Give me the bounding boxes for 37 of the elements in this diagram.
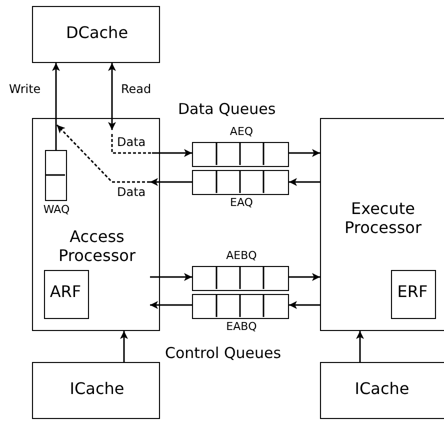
section-label: Data Queues [178,100,276,118]
node-label: ERF [396,282,429,301]
arrow [289,178,320,186]
arrow [52,63,60,150]
cache-box [32,6,160,63]
arrow [56,124,192,186]
arrow [289,273,320,281]
section-label: Control Queues [165,344,282,362]
edge-label: Read [120,82,152,96]
register-file-box [44,270,88,318]
register-file-box [390,270,436,318]
node-label: ARF [48,282,82,301]
node-label: Access Processor [57,227,137,266]
arrow [150,301,192,309]
queue-label: AEBQ [225,250,258,263]
queue-label: EABQ [225,321,258,334]
arrow [356,331,364,362]
processor-box [32,118,160,331]
edge-label: Data [116,185,147,199]
arrow [120,331,128,362]
queue-label: AEQ [228,126,254,139]
node-label: DCache [64,24,130,42]
arrow [289,149,320,157]
node-label: ICache [354,380,410,398]
arrow [289,301,320,309]
queue-label: EAQ [229,197,254,210]
node-label: ICache [68,380,126,398]
edge-label: Write [8,82,42,96]
arrow [111,134,192,157]
queue-label: WAQ [42,204,71,216]
node-label: Execute Processor [343,199,423,238]
cache-box [32,362,160,419]
cache-box [320,362,444,419]
arrow [150,273,192,281]
arrow [108,63,116,130]
processor-box [320,118,444,331]
edge-label: Data [116,135,147,149]
